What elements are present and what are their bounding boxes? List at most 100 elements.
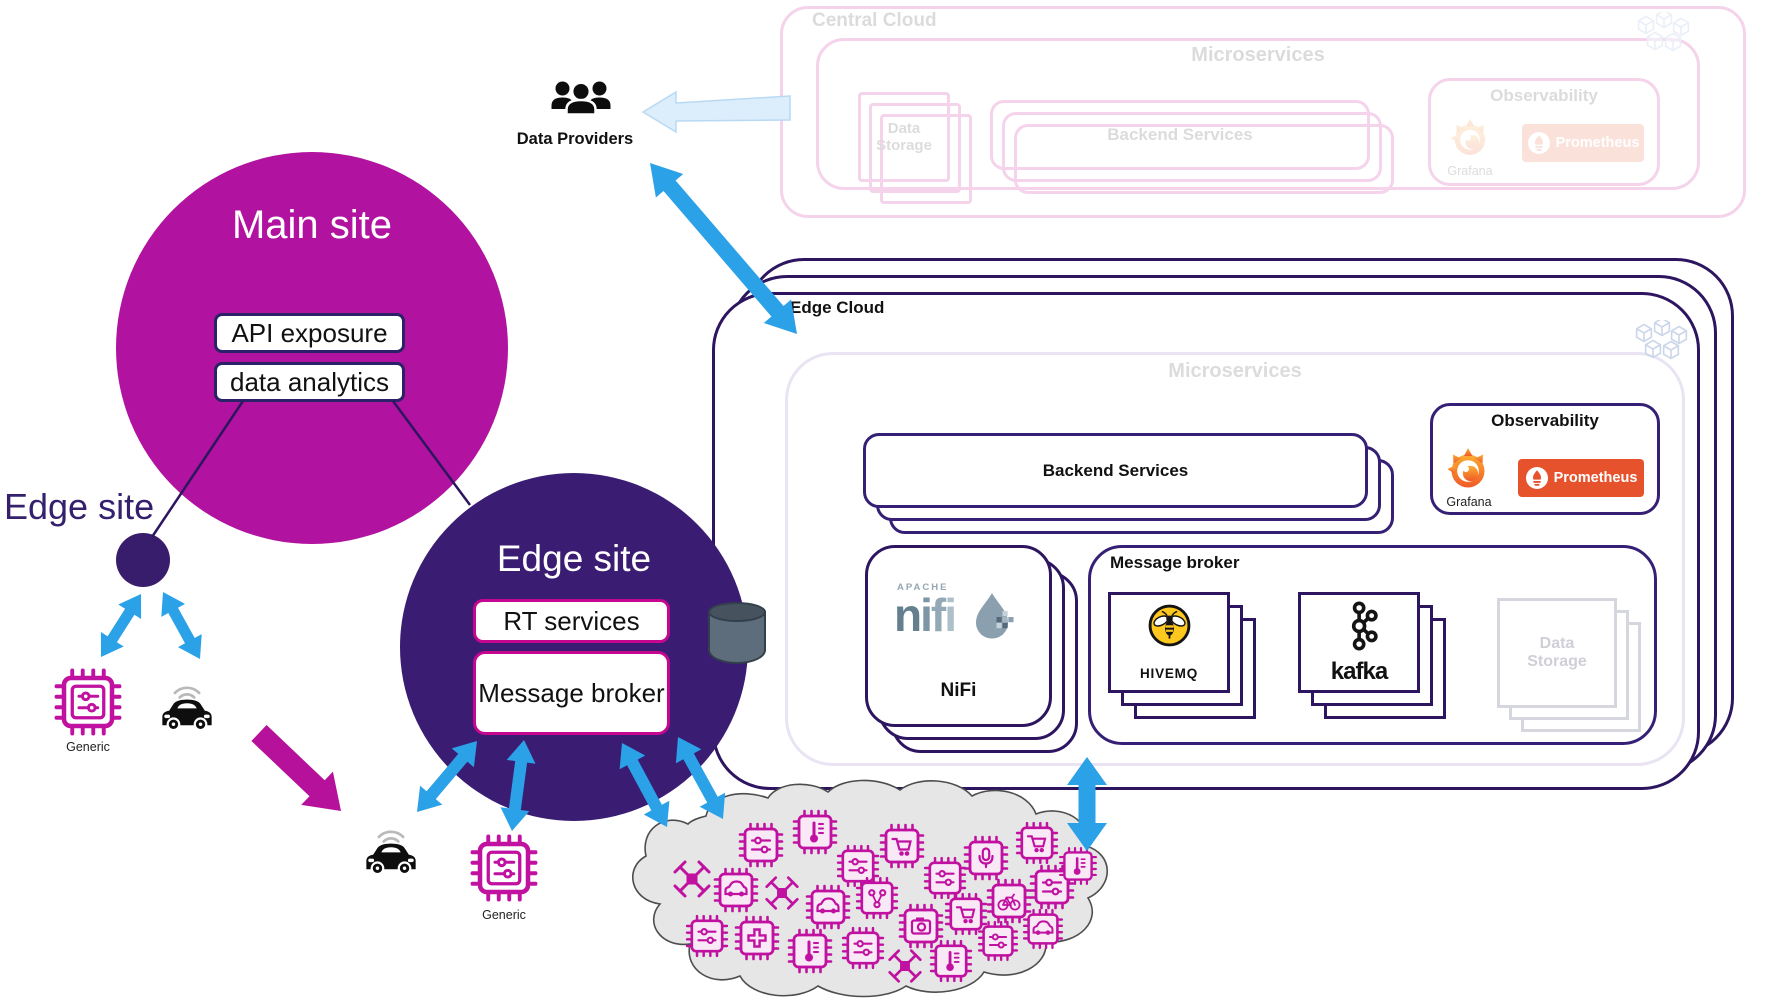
microservices-cubes-icon xyxy=(1637,12,1690,52)
grafana-icon xyxy=(1451,118,1486,155)
edge-microservices-label: Microservices xyxy=(1168,360,1302,382)
nifi-letter: i xyxy=(920,589,933,641)
edge-message-broker-title: Message broker xyxy=(1110,553,1240,572)
central-grafana-label: Grafana xyxy=(1447,164,1493,178)
iot-chip-cart-icon xyxy=(879,823,925,869)
iot-drone-icon xyxy=(888,949,922,983)
iot-chip-cart-icon xyxy=(944,892,988,936)
microservices-cubes-icon xyxy=(1635,320,1688,360)
prometheus-icon xyxy=(1527,132,1550,154)
hivemq-label: HIVEMQ xyxy=(1139,666,1199,681)
iot-chip-thermometer-icon xyxy=(792,809,838,855)
iot-chip-thermometer-icon xyxy=(929,939,973,983)
iot-drone-icon xyxy=(765,876,799,910)
iot-cloud-shape xyxy=(631,779,1109,998)
hivemq-card: HIVEMQ xyxy=(1108,592,1230,693)
generic-device-icon xyxy=(470,834,538,902)
data-providers-icon xyxy=(551,81,611,116)
kafka-card: kafka xyxy=(1298,592,1420,693)
data-analytics-box: data analytics xyxy=(214,362,405,402)
nifi-letter: f xyxy=(930,589,946,641)
iot-chip-car-icon xyxy=(1022,908,1064,950)
hivemq-bee-icon xyxy=(1148,604,1191,647)
iot-chip-car-icon xyxy=(805,884,851,930)
connected-car-icon xyxy=(162,686,212,732)
iot-chip-bike-icon xyxy=(986,878,1032,924)
chip-icon xyxy=(470,834,538,902)
central-data-storage-layer xyxy=(880,114,972,204)
iot-chip-cross-icon xyxy=(734,915,780,961)
generic-device-icon xyxy=(54,668,122,736)
connector-edge-site-remote-generic xyxy=(100,594,142,657)
edge-prometheus-label: Prometheus xyxy=(1553,470,1638,486)
edge-backend-services-label: Backend Services xyxy=(1042,460,1189,480)
iot-chip-circuit-icon xyxy=(1029,864,1075,910)
iot-chip-car-icon xyxy=(713,867,759,913)
iot-chip-circuit-icon xyxy=(738,822,784,868)
central-backend-layer xyxy=(1014,124,1394,194)
database-cylinder-icon xyxy=(708,602,766,666)
edge-site-circle xyxy=(400,473,748,821)
iot-chip-circuit-icon xyxy=(836,844,880,888)
edge-grafana-label: Grafana xyxy=(1446,495,1492,509)
iot-chip-microphone-icon xyxy=(963,835,1009,881)
nifi-label: NiFi xyxy=(940,680,977,701)
edge-site-remote-circle xyxy=(116,533,170,587)
rt-services-box: RT services xyxy=(473,599,670,643)
edge-site-title: Edge site xyxy=(496,538,652,579)
edge-observability-title: Observability xyxy=(1491,411,1599,430)
data-providers-label: Data Providers xyxy=(516,130,634,148)
nifi-letter: n xyxy=(894,589,922,641)
central-microservices-label: Microservices xyxy=(1191,44,1325,66)
central-prometheus-label: Prometheus xyxy=(1555,135,1640,151)
car-body xyxy=(366,843,416,876)
central-backend-services: Backend Services xyxy=(990,100,1370,170)
grafana-icon xyxy=(1447,448,1485,488)
generic-device-label: Generic xyxy=(66,740,110,754)
main-site-title: Main site xyxy=(231,203,393,247)
iot-chip-gps-icon xyxy=(855,876,899,920)
iot-chip-thermometer-icon xyxy=(787,928,833,974)
edge-microservices-box xyxy=(785,352,1685,766)
central-observability-box xyxy=(1428,78,1660,186)
nifi-droplet-icon xyxy=(976,593,1014,639)
message-broker-box: Message broker xyxy=(473,651,670,735)
iot-chip-circuit-icon xyxy=(841,926,885,970)
central-data-storage: Data Storage xyxy=(858,92,950,182)
edge-site-remote-label: Edge site xyxy=(4,486,155,527)
connector-edge-site-remote-car xyxy=(161,592,202,659)
connector-main-site-devices xyxy=(251,725,341,811)
iot-chip-circuit-icon xyxy=(685,914,729,958)
edge-prometheus-badge: Prometheus xyxy=(1518,459,1644,497)
edge-backend-services: Backend Services xyxy=(863,433,1368,508)
iot-drone-icon xyxy=(673,860,711,898)
central-microservices-box xyxy=(816,38,1700,190)
central-backend-services-label: Backend Services xyxy=(1107,125,1253,144)
edge-data-storage-label: Data Storage xyxy=(1527,635,1587,670)
central-prometheus-badge: Prometheus xyxy=(1522,124,1644,162)
central-backend-layer xyxy=(1002,112,1382,182)
iot-chip-cart-icon xyxy=(1015,821,1059,865)
chip-icon xyxy=(54,668,122,736)
kafka-icon xyxy=(1351,601,1378,651)
central-cloud-title: Central Cloud xyxy=(812,10,937,31)
iot-chip-camera-icon xyxy=(898,903,944,949)
iot-chip-circuit-icon xyxy=(977,920,1019,962)
generic-device-label-2: Generic xyxy=(482,908,526,922)
kafka-label: kafka xyxy=(1330,658,1388,685)
connector-data-providers-central-cloud xyxy=(641,90,791,134)
wifi-icon xyxy=(173,686,201,704)
wifi-icon xyxy=(377,830,405,848)
iot-chip-circuit-icon xyxy=(923,856,967,900)
prometheus-icon xyxy=(1525,467,1548,489)
central-data-storage-layer xyxy=(869,103,961,193)
nifi-apache-label: APACHE xyxy=(897,582,949,593)
edge-data-storage: Data Storage xyxy=(1497,598,1617,708)
nifi-letter: i xyxy=(944,589,957,641)
edge-cloud-title: Edge Cloud xyxy=(790,298,885,317)
central-data-storage-label: Data Storage xyxy=(876,120,932,154)
